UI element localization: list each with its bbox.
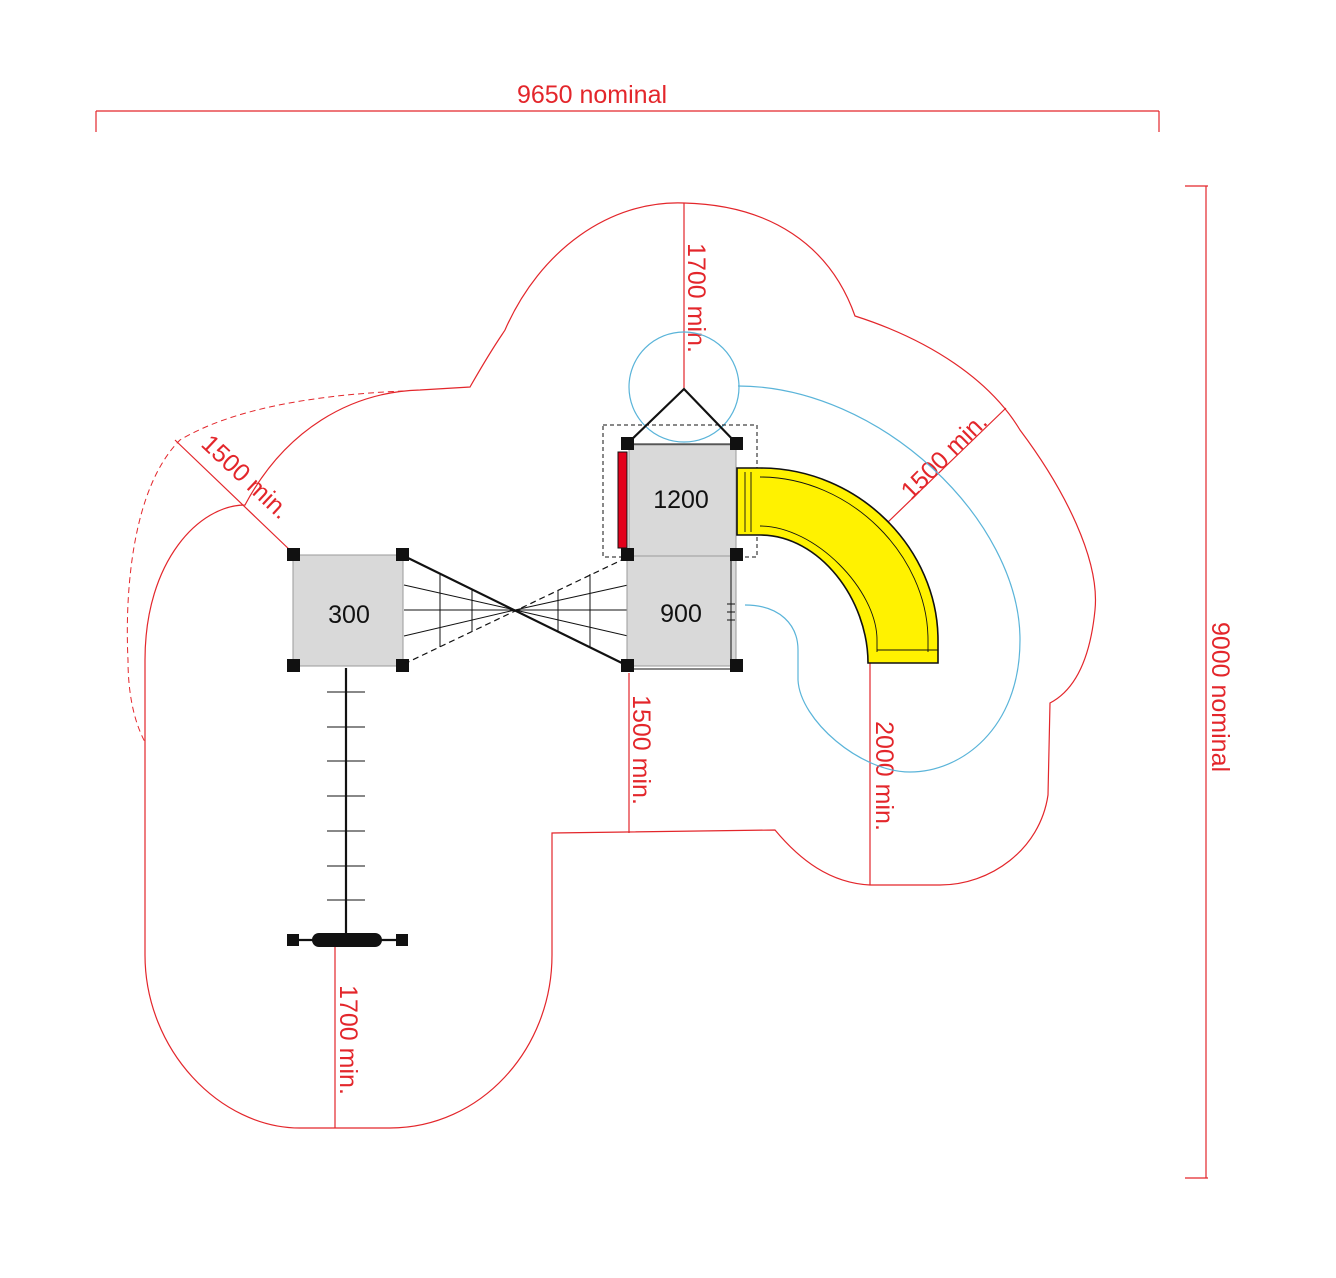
overall-width-label: 9650 nominal	[517, 81, 667, 109]
platform-900-label: 900	[660, 600, 702, 628]
post	[730, 659, 743, 672]
platform-300: 300	[287, 548, 409, 672]
platform-1200: 1200	[628, 444, 737, 557]
depth-dimension: 9000 nominal	[1185, 185, 1234, 1179]
post	[396, 548, 409, 561]
width-dimension: 9650 nominal	[95, 81, 1160, 132]
center-clearance-label: 1500 min.	[627, 695, 655, 805]
platform-1200-label: 1200	[653, 486, 709, 514]
post	[621, 659, 634, 672]
beam-seat	[312, 933, 382, 947]
platform-900: 900	[626, 555, 737, 670]
post	[621, 548, 634, 561]
post	[287, 548, 300, 561]
post	[621, 437, 634, 450]
curved-slide	[736, 467, 939, 664]
left-clearance-label: 1500 min.	[196, 429, 295, 524]
roof-zone-circle	[628, 331, 740, 443]
top-clearance-label: 1700 min.	[682, 243, 710, 353]
safety-zone-outline	[144, 202, 1097, 1129]
tower-posts	[621, 437, 743, 672]
slide-exit-zone	[737, 385, 1021, 773]
red-climbing-panel	[617, 451, 628, 549]
post	[287, 659, 300, 672]
left-clearance-line	[174, 439, 294, 554]
right-clearance-line	[887, 407, 1007, 523]
net-bridge	[403, 555, 629, 667]
post	[730, 437, 743, 450]
post	[730, 548, 743, 561]
roof-apex	[626, 387, 738, 445]
post	[287, 934, 299, 946]
platform-300-label: 300	[328, 601, 370, 629]
overall-depth-label: 9000 nominal	[1206, 622, 1234, 772]
bottom-clearance-label: 1700 min.	[334, 985, 362, 1095]
rope-traverse	[327, 668, 365, 935]
right-clearance-label: 1500 min.	[896, 408, 993, 505]
alternate-zone-dashed	[126, 390, 405, 743]
post	[396, 659, 409, 672]
post	[396, 934, 408, 946]
slide-clearance-label: 2000 min.	[870, 721, 898, 831]
bottom-beam	[287, 933, 408, 947]
